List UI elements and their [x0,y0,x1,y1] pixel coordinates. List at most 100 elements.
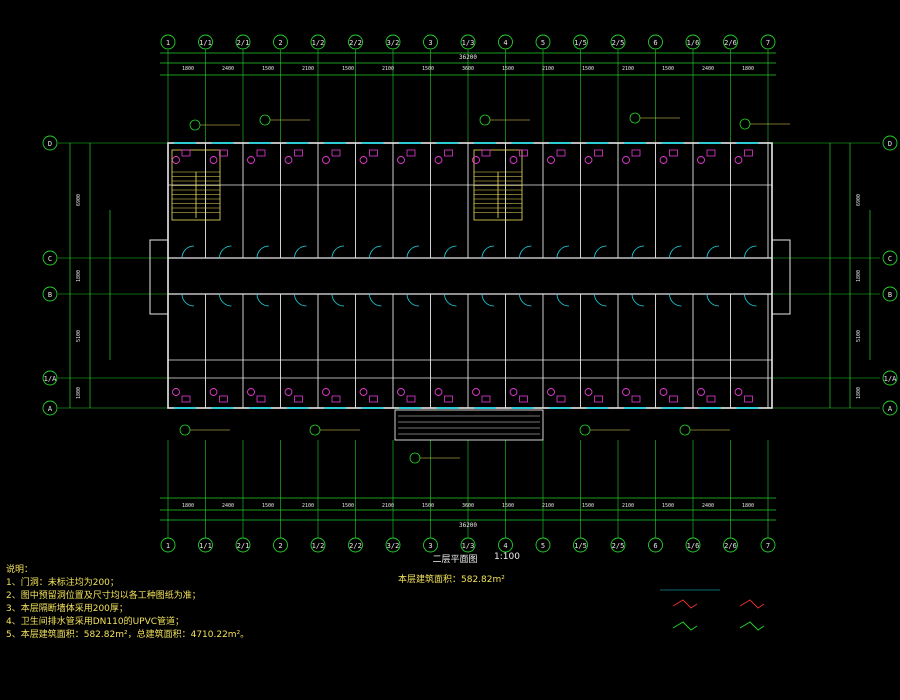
toilet-fixture [622,388,630,396]
axis-label: 4 [503,39,507,47]
toilet-fixture [209,388,218,396]
toilet-fixture [247,156,255,164]
toilet-fixture [547,388,555,396]
axis-bubble [160,537,176,553]
axis-label: 3/2 [387,542,400,550]
axis-bubble [310,34,326,50]
axis-label: 1/6 [687,39,700,47]
sink-fixture [631,149,641,157]
axis-bubble [610,537,626,553]
toilet-fixture [472,388,480,396]
axis-bubble [460,537,476,553]
sink-fixture [669,395,678,403]
axis-label: 3 [428,542,432,550]
axis-label: 1/5 [574,39,587,47]
toilet-fixture [584,156,593,164]
door-swing [181,245,195,259]
floor-plan [149,112,791,631]
axis-bubble [348,537,363,553]
axis-label: 2/1 [237,542,250,550]
dim-text: 2100 [302,66,314,72]
toilet-fixture [584,388,593,396]
door-swing [519,293,532,307]
axis-label: 2/2 [349,542,362,550]
sink-fixture [406,395,416,403]
toilet-fixture [509,156,518,164]
dim-text: 2100 [542,66,554,72]
side-dim-text: 1800 [856,387,862,399]
axis-label: 2/2 [349,39,362,47]
legend-symbol [672,599,698,609]
side-dim-text: 6900 [76,194,82,206]
door-swing [219,293,232,307]
notes-title: 说明： [6,565,34,575]
row-label: C [48,255,52,263]
toilet-fixture [697,156,705,164]
sink-fixture [556,395,566,403]
axis-label: 2/1 [237,39,250,47]
toilet-fixture [172,156,180,164]
dim-text: 3600 [462,503,474,509]
side-dim-text: 1800 [856,270,862,282]
row-label: 1/A [884,375,897,383]
axis-bubble [573,537,588,553]
plan-title-block: 二层平面图 1:100 [410,552,519,565]
door-swing [256,293,270,307]
row-bubble [882,135,898,151]
row-bubble [882,250,898,266]
sink-fixture [256,395,266,403]
sink-fixture [331,149,341,157]
axis-label: 1/3 [462,542,475,550]
door-swing [706,293,720,307]
toilet-fixture [172,388,180,396]
sink-fixture [406,149,416,157]
detail-bubble [479,114,491,126]
axis-bubble [723,537,738,553]
axis-bubble [535,34,551,50]
dim-text: 1500 [502,66,514,72]
toilet-fixture [547,156,555,164]
door-swing [744,293,757,307]
note-item-1: 1、门洞：未标注均为200； [6,578,119,588]
sink-fixture [369,149,378,157]
sink-fixture [706,395,716,403]
detail-bubble [179,424,191,436]
dim-text: 1500 [342,503,354,509]
dim-text: 2400 [222,66,234,72]
toilet-fixture [734,156,743,164]
axis-label: 7 [766,39,770,47]
door-swing [294,293,307,307]
axis-label: 2 [278,39,282,47]
axis-bubble [535,537,551,553]
sink-fixture [744,395,753,403]
toilet-fixture [322,156,330,164]
row-bubble [42,250,58,266]
door-swing [331,245,345,259]
dim-text: 1800 [182,503,194,509]
design-notes: 说明： 1、门洞：未标注均为200； 2、图中预留洞位置及尺寸均以各工种图纸为准… [6,564,306,642]
axis-bubble [273,537,288,553]
axis-label: 5 [541,542,545,550]
dim-text: 1500 [582,66,594,72]
legend-symbol [739,599,765,609]
sink-fixture [481,395,491,403]
dim-text: 1800 [182,66,194,72]
door-swing [219,245,232,259]
sink-fixture [181,395,191,403]
axis-label: 1/1 [199,39,212,47]
door-swing [481,293,495,307]
axis-label: 4 [503,542,507,550]
sink-fixture [594,149,603,157]
legend-symbol [672,621,698,631]
dim-text: 1800 [742,503,754,509]
row-label: C [888,255,892,263]
axis-bubble [460,34,476,50]
toilet-fixture [209,156,218,164]
toilet-fixture [247,388,255,396]
axis-bubble [310,537,326,553]
door-swing [369,293,382,307]
row-bubble [42,400,58,416]
axis-label: 2/5 [612,542,625,550]
left-balcony [149,239,169,315]
